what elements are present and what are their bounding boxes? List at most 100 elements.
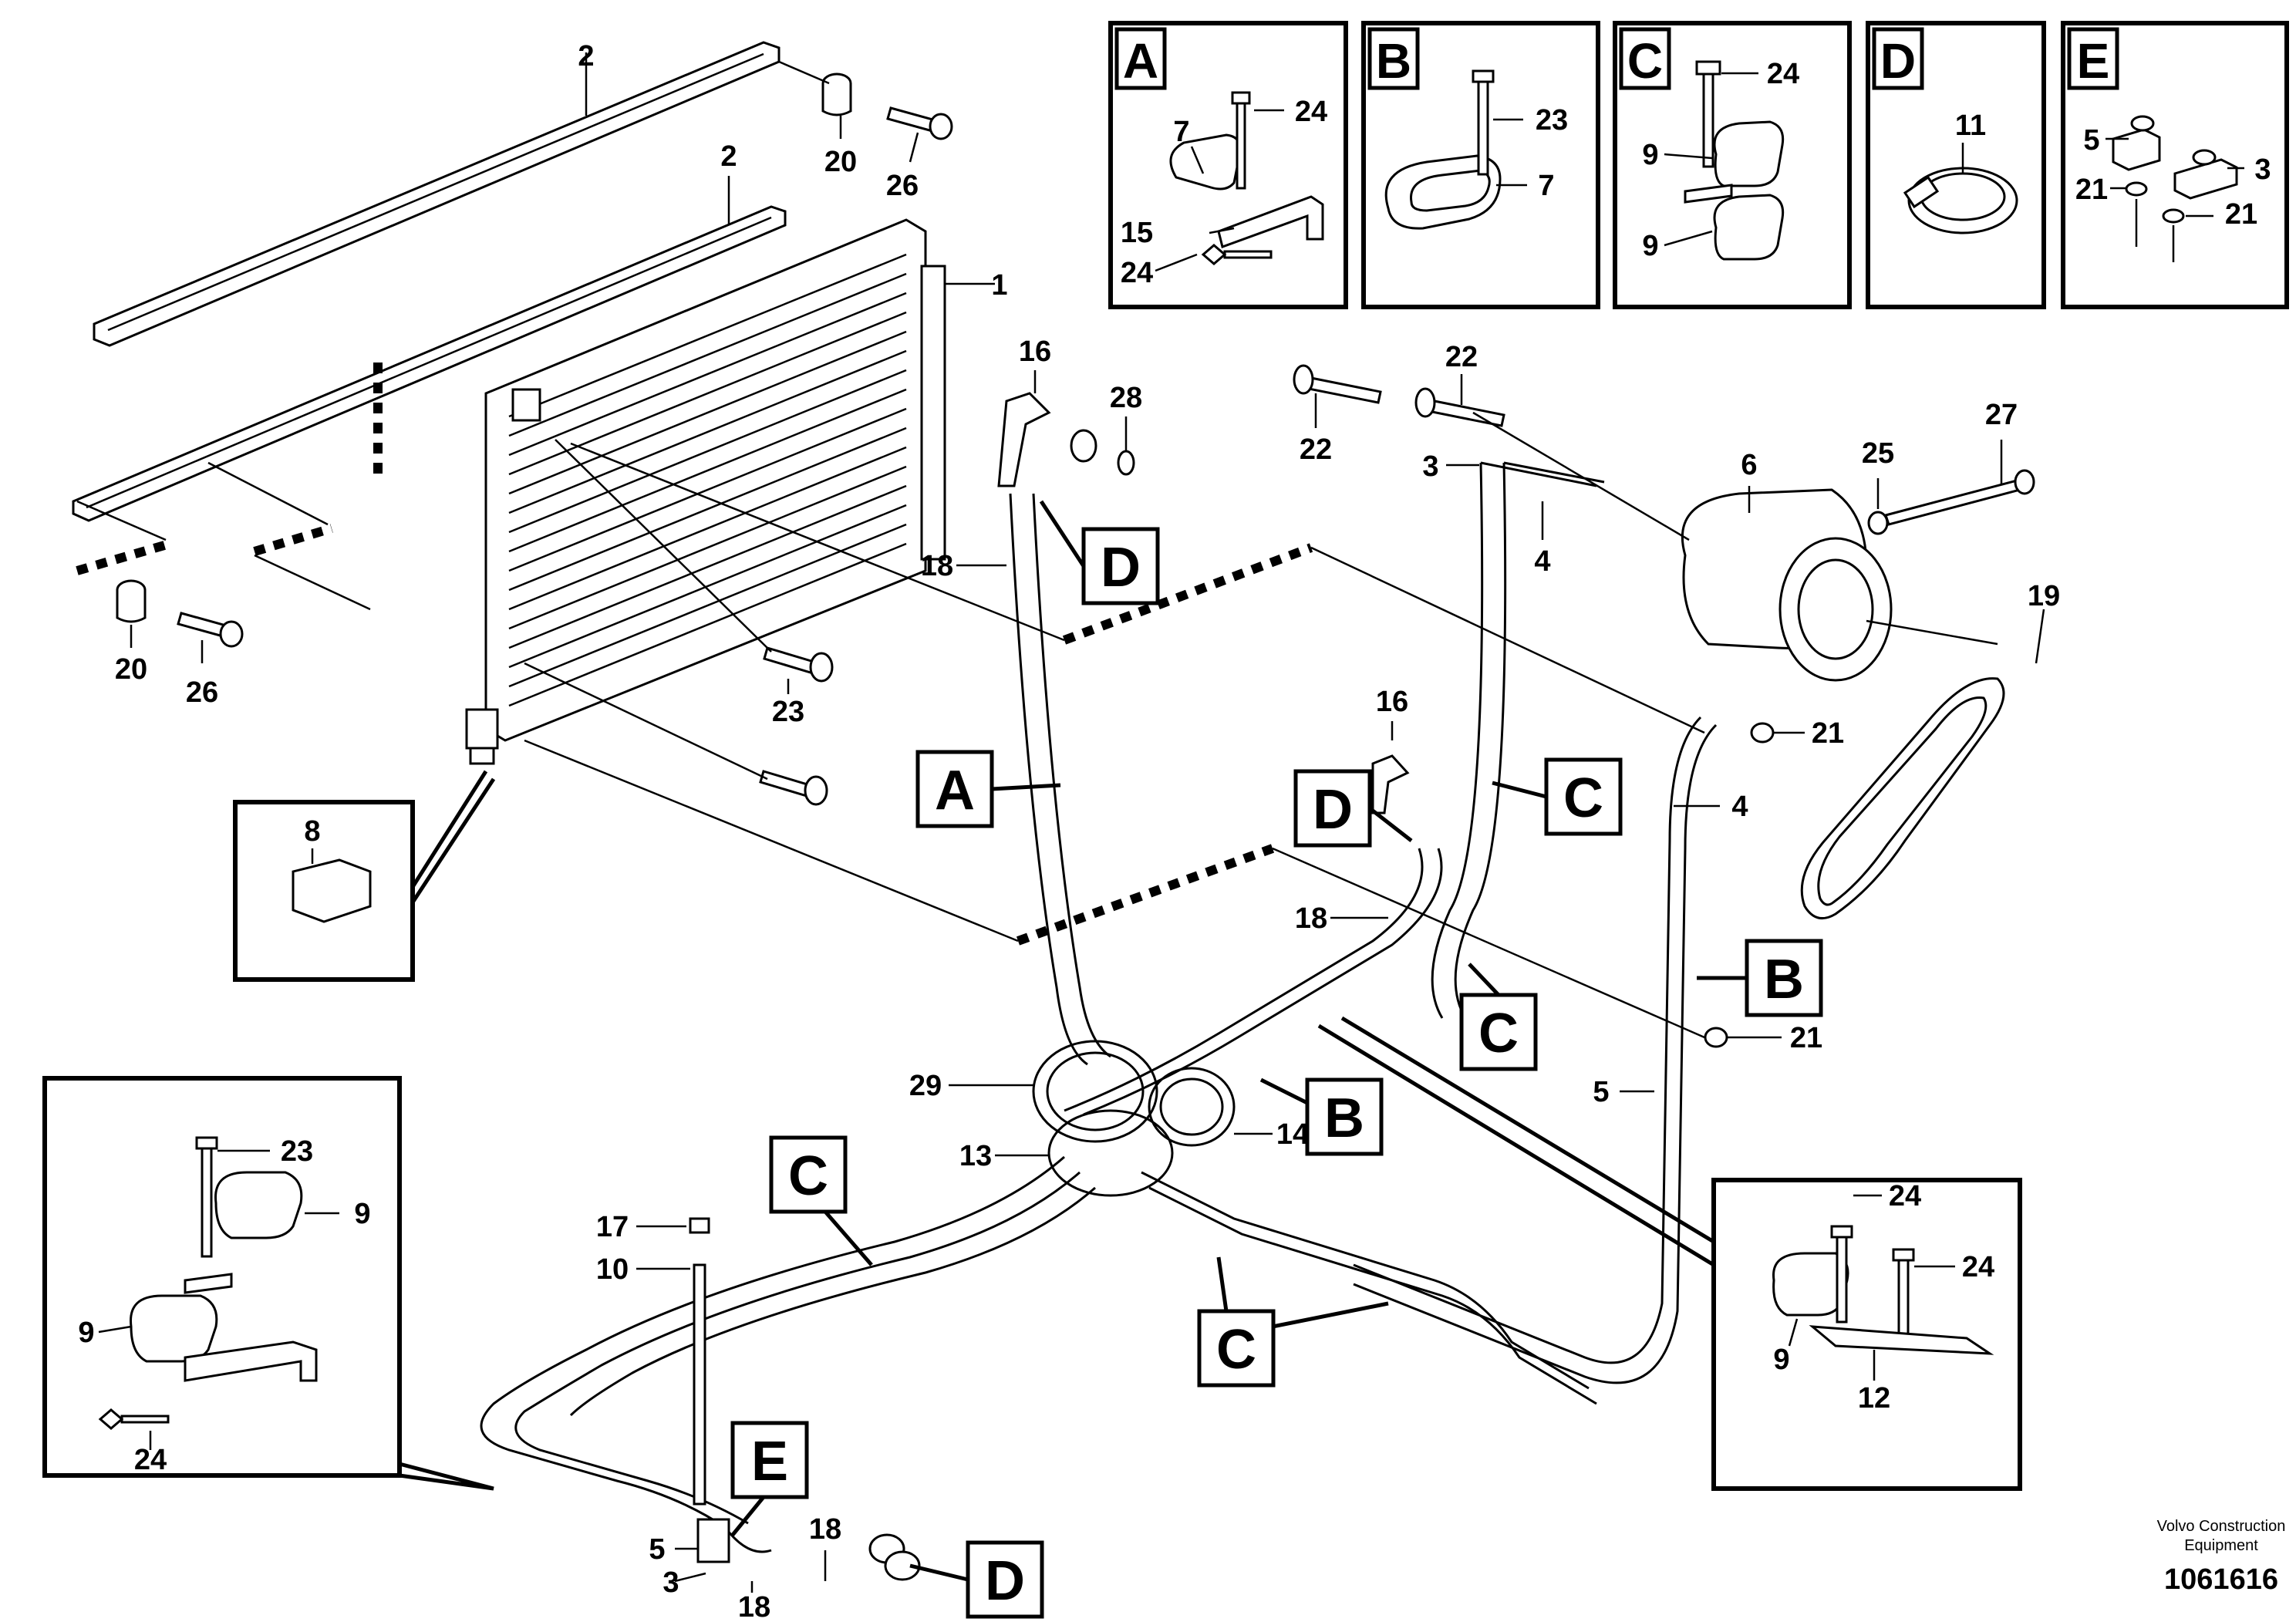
detail-box-b-letter: B [1376,33,1411,89]
callout-21: 21 [2225,198,2257,231]
callout-21: 21 [2075,174,2108,206]
bolt-icon [1472,69,1495,176]
callout-9: 9 [1773,1344,1789,1376]
callout-2: 2 [720,140,737,173]
tag-c: C [1563,767,1603,829]
callout-9: 9 [354,1198,370,1230]
detail-box-c: C 24 9 9 [1613,21,1852,309]
tag-d: D [985,1550,1025,1612]
drive-belt [1800,677,2005,920]
detail-box-e: E 5 3 21 21 [2061,21,2289,309]
callout-7: 7 [1173,116,1189,148]
hose-fitting-icon [1371,754,1410,814]
hose-loop-13 [1047,1109,1174,1197]
callout-22: 22 [1445,341,1478,373]
callout-13: 13 [959,1140,992,1172]
callout-26: 26 [886,170,919,202]
callout-9: 9 [78,1317,94,1349]
bolt-icon [195,1136,218,1258]
document-number: 1061616 [2164,1563,2278,1596]
bolt-icon [886,106,937,133]
rubber-clamp-icon [1713,120,1785,187]
callout-28: 28 [1110,382,1142,414]
compressor-assembly: 6 19 25 27 22 22 21 21 [1293,341,2060,1054]
callout-17: 17 [596,1211,629,1243]
bolt-icon [1695,60,1721,168]
refrigerant-hoses: 16 28 18 3 4 4 5 16 18 29 [480,336,1748,1622]
callout-21: 21 [1790,1022,1822,1054]
tag-c: C [1216,1319,1256,1381]
clip-icon [2112,128,2161,171]
rod-10 [693,1263,706,1506]
detail-left-bracket: 23 9 9 24 [42,1076,494,1491]
cap-icon [689,1217,710,1234]
rubber-clamp-icon [130,1294,218,1363]
bolt-icon [1423,398,1505,427]
condenser-fins [508,253,907,707]
bolt-icon [177,612,228,638]
callout-9: 9 [1642,230,1658,262]
detail-box-e-letter: E [2077,33,2110,89]
callout-24: 24 [1295,96,1327,128]
hose-4 [1353,716,1702,1364]
mounting-bracket-icon [1809,1325,1994,1355]
callout-23: 23 [1536,104,1568,137]
brand-line-1: Volvo Construction [2157,1518,2286,1535]
callout-29: 29 [909,1070,942,1102]
bolt-icon [1830,1225,1853,1324]
upper-rail [93,41,781,347]
routing-lines [524,442,1705,1039]
bolt-icon [98,1408,170,1430]
detail-right-bracket: 24 24 9 12 [1317,1016,2022,1491]
bolt-icon [759,770,811,798]
callout-5: 5 [649,1533,665,1566]
callout-2: 2 [578,40,594,73]
pressure-switch-icon [292,858,372,923]
washer-icon [1867,511,1889,535]
washer-icon [1750,722,1775,744]
detail-box-b: B 23 7 [1361,21,1600,309]
callout-18: 18 [921,550,953,582]
support-rails: 2 2 20 26 20 26 [72,40,953,709]
publisher-block: Volvo Construction Equipment 1061616 [2157,1518,2286,1596]
detail-box-a: A 24 7 15 24 [1108,21,1348,309]
hose-loop-29 [1032,1040,1158,1143]
lower-rail [72,205,787,522]
callout-25: 25 [1862,437,1894,470]
callout-24: 24 [1767,58,1799,90]
callout-24: 24 [134,1444,167,1476]
callout-6: 6 [1741,449,1757,481]
callout-24: 24 [1121,257,1153,289]
callout-3: 3 [2254,153,2271,186]
callout-3: 3 [663,1566,679,1599]
tag-c: C [1478,1003,1519,1064]
callout-18: 18 [738,1591,770,1622]
callout-9: 9 [1642,139,1658,171]
callout-18: 18 [809,1513,841,1546]
callout-3: 3 [1422,450,1438,483]
tag-a: A [935,760,975,821]
callout-24: 24 [1889,1180,1921,1212]
callout-4: 4 [1731,791,1748,823]
hose-18-lower [480,1155,1065,1553]
callout-21: 21 [1812,717,1844,750]
rubber-clamp-icon [214,1171,303,1239]
bolt-icon [1231,91,1251,190]
callout-12: 12 [1858,1382,1890,1415]
detail-box-a-letter: A [1123,33,1158,89]
callout-5: 5 [1593,1076,1609,1108]
callout-8: 8 [304,815,320,848]
hose-18 [1009,493,1088,1066]
callout-4: 4 [1534,545,1550,578]
callout-16: 16 [1019,336,1051,368]
mounting-bracket-icon [1217,195,1324,248]
clip-icon [2173,158,2238,200]
tag-e: E [751,1431,788,1492]
mounting-bracket-icon [184,1340,318,1382]
callout-5: 5 [2083,124,2099,157]
tag-d: D [1313,779,1353,841]
condenser-core [484,218,927,742]
callout-15: 15 [1121,217,1153,249]
callout-24: 24 [1962,1251,1994,1283]
rubber-clamp-icon [1713,194,1785,261]
